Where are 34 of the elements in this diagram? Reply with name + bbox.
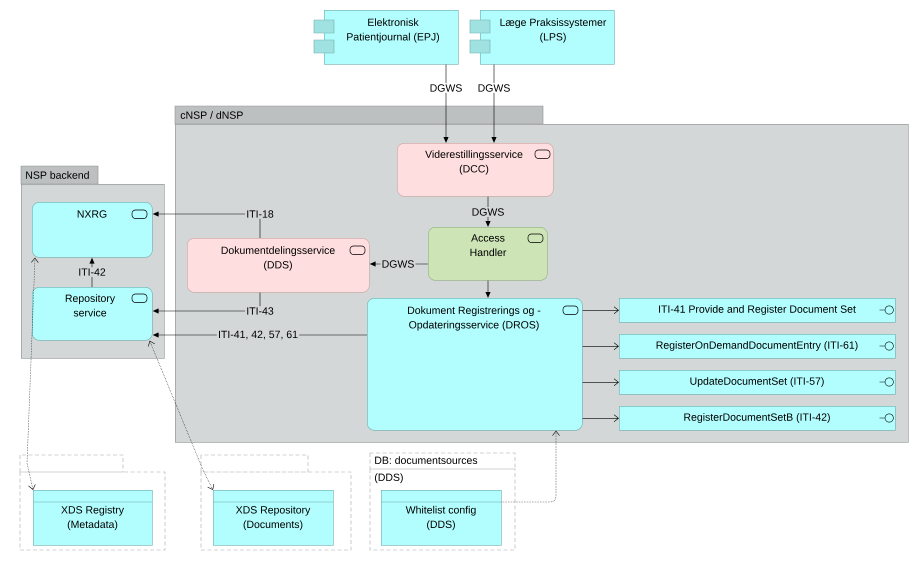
edge-label: DGWS — [428, 83, 464, 93]
service-box: Dokumentdelingsservice (DDS) — [187, 238, 370, 293]
interface-box: RegisterDocumentSetB (ITI-42) — [619, 406, 896, 431]
component-box: Læge Praksissystemer (LPS) — [470, 10, 615, 65]
artifact-box: XDS Registry (Metadata) — [32, 490, 153, 546]
edge-label: DGWS — [380, 259, 416, 269]
interface-box: RegisterOnDemandDocumentEntry (ITI-61) — [619, 334, 896, 359]
edge-label: ITI-42 — [77, 267, 107, 277]
service-box: NXRG — [32, 202, 153, 258]
dotted-arrow — [148, 340, 214, 490]
component-box: Elektronisk Patientjournal (EPJ) — [314, 10, 459, 65]
arrow — [582, 414, 619, 422]
edge-label: ITI-18 — [245, 209, 275, 219]
arrow — [582, 378, 619, 386]
artifact-box: Whitelist config (DDS) — [380, 490, 502, 546]
edge-label: ITI-43 — [245, 306, 275, 316]
package-frame — [200, 454, 352, 550]
service-box: Repository service — [32, 287, 153, 341]
service-box: Viderestillingsservice (DCC) — [397, 143, 554, 197]
arrow — [582, 306, 619, 314]
node-label: cNSP / dNSP — [180, 111, 243, 119]
service-box: Dokument Registrerings og - Opdateringsservice (DROS) — [367, 298, 583, 431]
arrow — [582, 342, 619, 350]
dotted-arrow — [501, 430, 560, 502]
node-label: NSP backend — [26, 171, 89, 179]
service-box: Access Handler — [428, 227, 548, 281]
interface-box: ITI-41 Provide and Register Document Set — [619, 298, 896, 323]
package-frame — [20, 454, 166, 550]
dotted-arrow — [26, 258, 39, 490]
edge-label: ITI-41, 42, 57, 61 — [216, 329, 300, 341]
artifact-box: XDS Repository (Documents) — [212, 490, 334, 546]
interface-box: UpdateDocumentSet (ITI-57) — [619, 370, 896, 395]
edge-label: DGWS — [470, 207, 506, 217]
edge-label: DGWS — [476, 83, 512, 93]
